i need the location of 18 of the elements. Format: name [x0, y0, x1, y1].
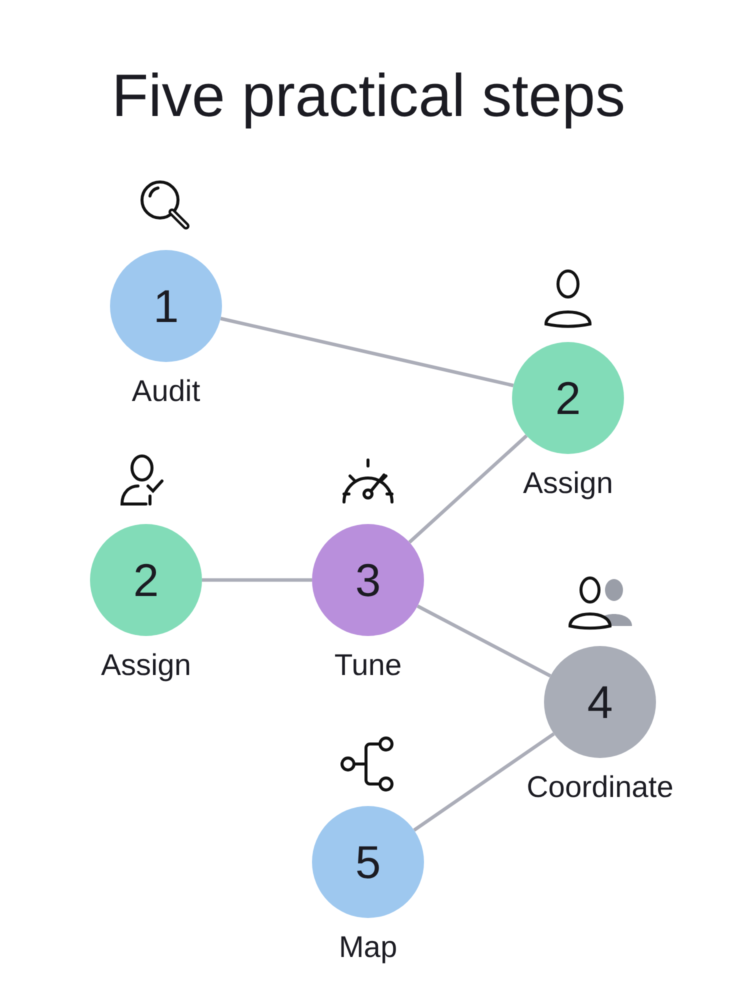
step-label: Tune	[333, 648, 403, 684]
step-number: 2	[133, 557, 159, 603]
connector-line	[202, 578, 312, 582]
title: Five practical steps	[110, 61, 626, 131]
connector-line	[408, 434, 528, 544]
step-label: Assign	[522, 466, 614, 502]
step-label: Assign	[100, 648, 192, 684]
step-label: Audit	[130, 374, 202, 410]
step-number: 4	[587, 679, 613, 725]
connector-line	[416, 604, 552, 678]
step-number: 3	[355, 557, 381, 603]
connector-line	[413, 732, 555, 832]
connector-line	[220, 316, 514, 388]
step-number: 1	[153, 283, 179, 329]
step-number: 5	[355, 839, 381, 885]
step-number: 2	[555, 375, 581, 421]
step-label: Map	[338, 930, 398, 966]
step-label: Coordinate	[526, 770, 674, 806]
